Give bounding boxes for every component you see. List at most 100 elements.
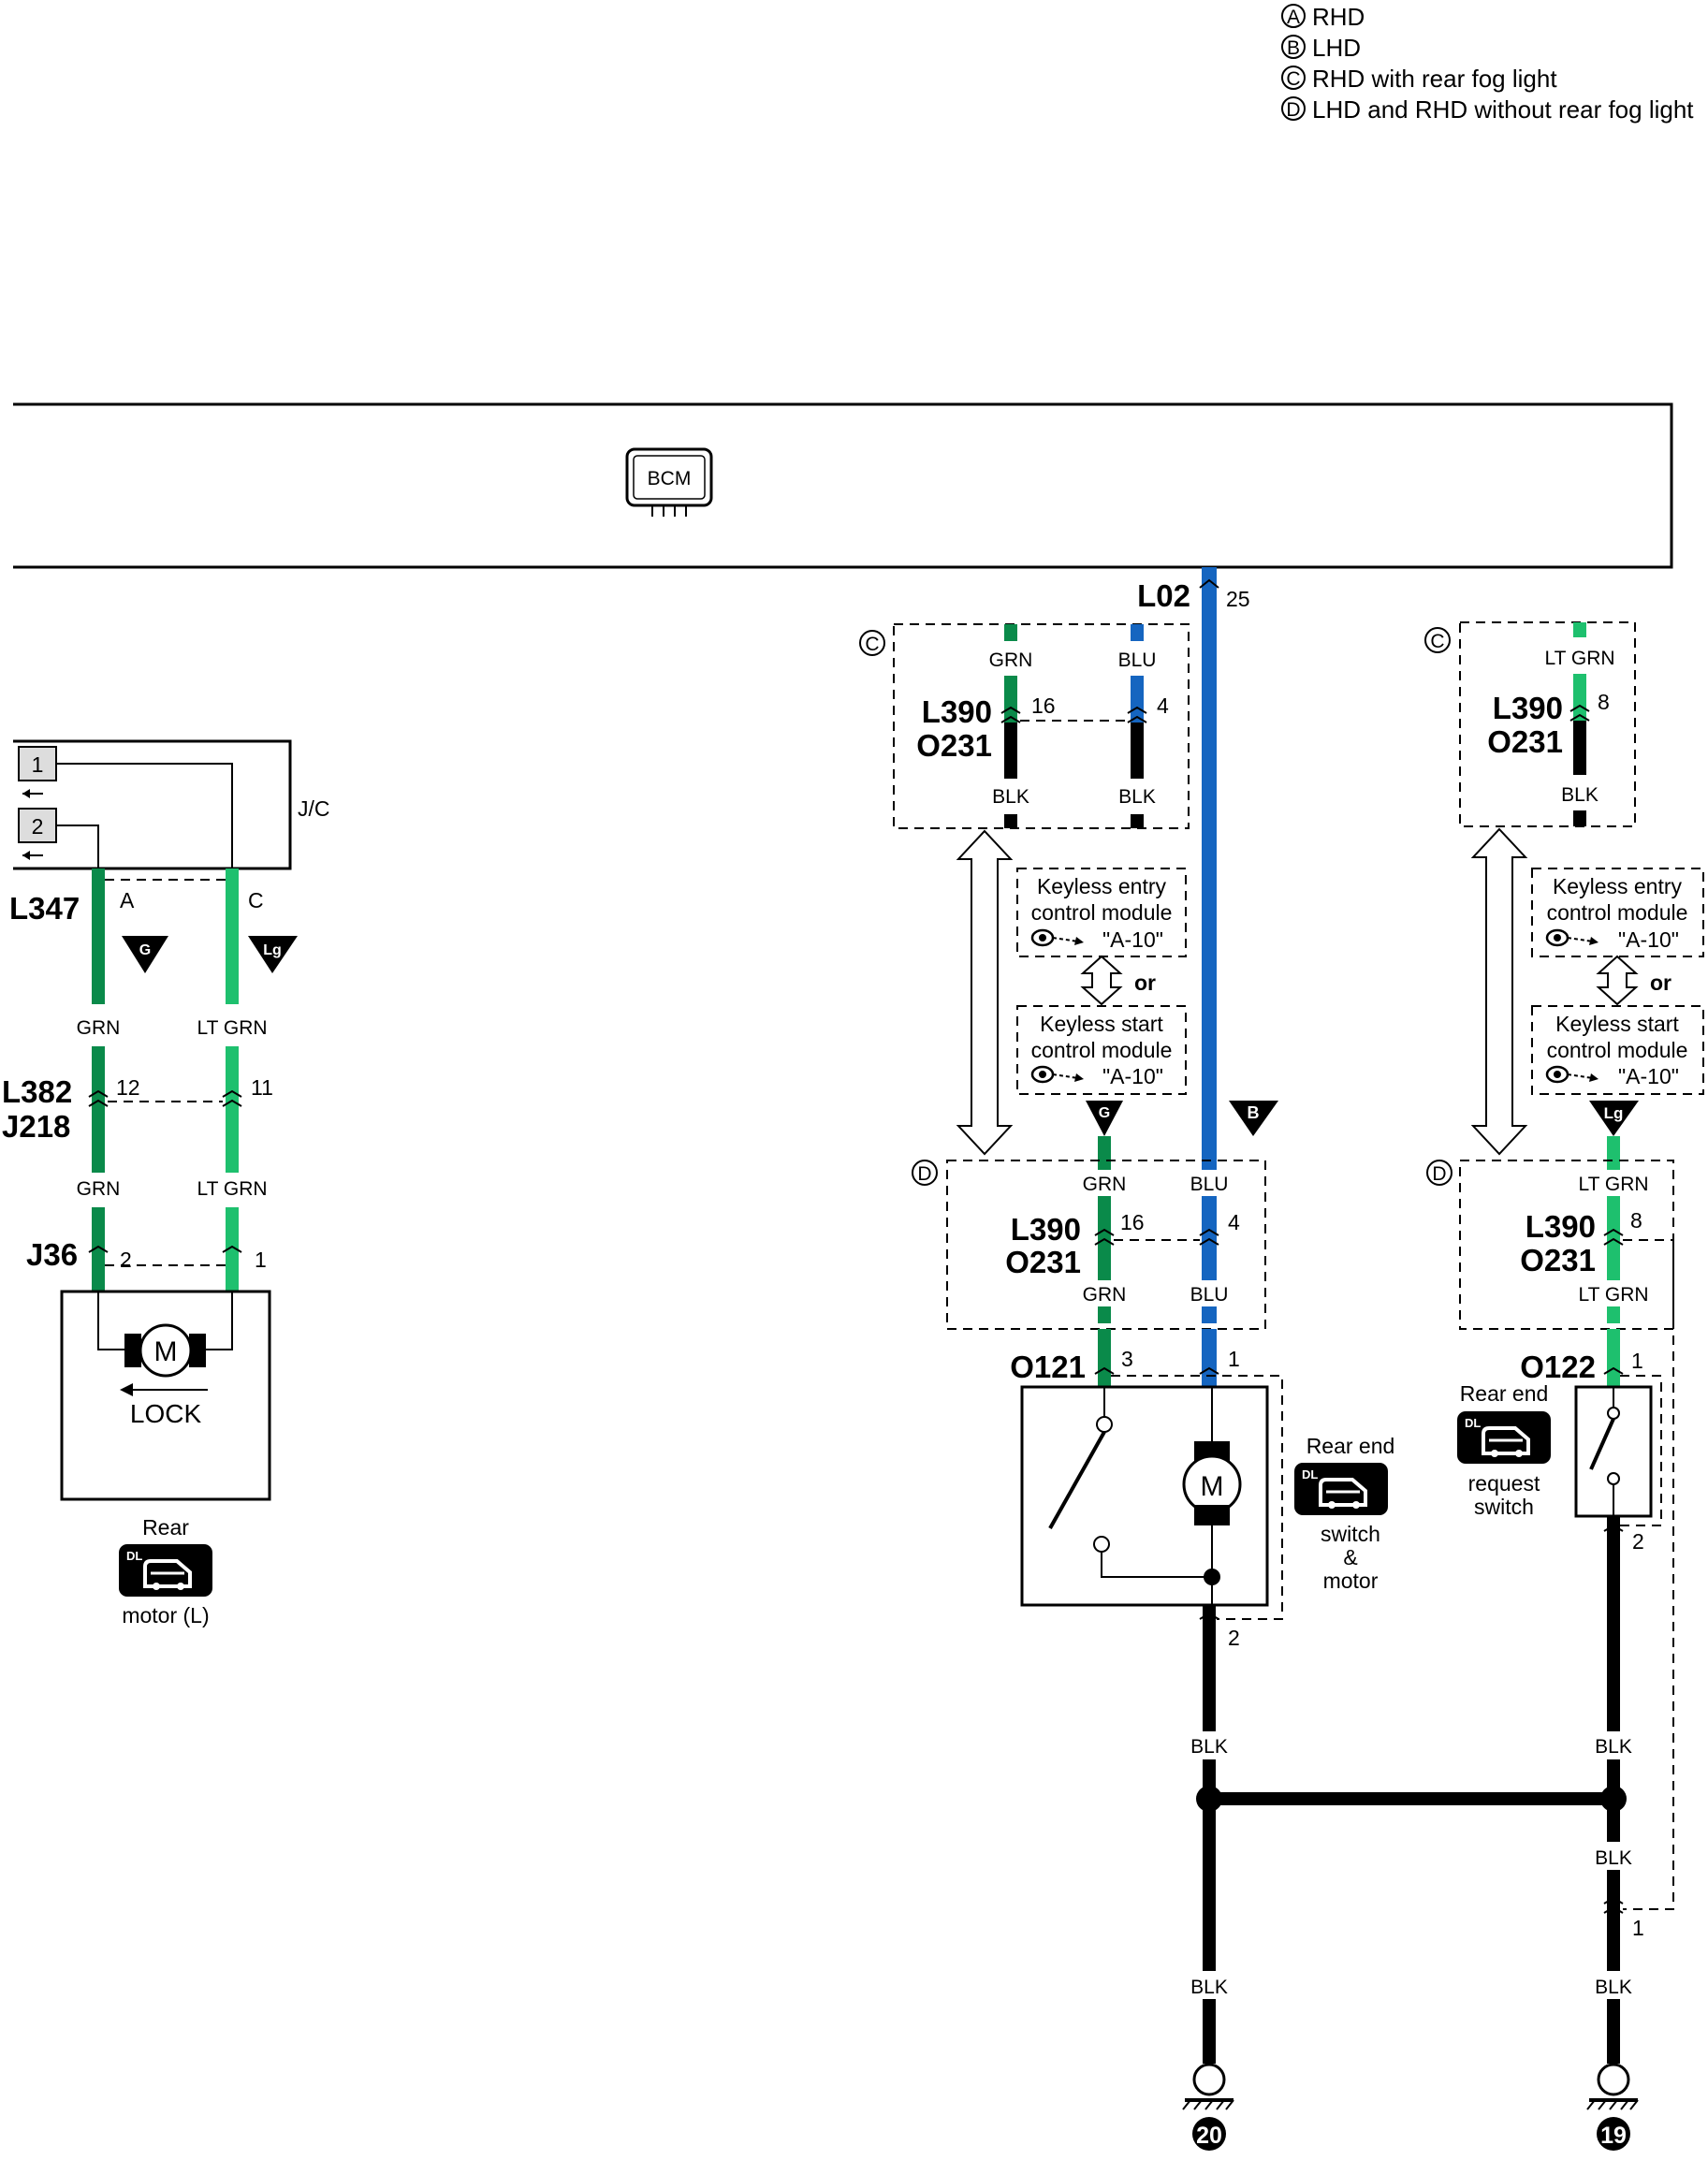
wire-label-grn: GRN xyxy=(1083,1284,1127,1306)
legend: A RHD B LHD C RHD with rear fog light D … xyxy=(1281,3,1694,124)
lock-label: LOCK xyxy=(130,1399,202,1428)
legend-text: RHD xyxy=(1312,3,1365,31)
pin-1: 1 xyxy=(1631,1349,1643,1373)
wire-label-blu: BLU xyxy=(1190,1174,1229,1195)
wire-ltgrn xyxy=(226,1207,239,1292)
keyless-start-label-2: control module xyxy=(1547,1038,1688,1062)
jc-pin-2: 2 xyxy=(32,814,44,839)
wire-ltgrn xyxy=(226,1046,239,1173)
motor-symbol: M xyxy=(154,1336,178,1367)
wire-label-ltgrn: LT GRN xyxy=(1544,648,1614,669)
flag-lg: Lg xyxy=(263,942,282,958)
pin-25: 25 xyxy=(1226,587,1250,611)
ref-a10[interactable]: "A-10" xyxy=(1618,1064,1679,1088)
wire-label-blk: BLK xyxy=(1595,1847,1632,1869)
legend-item-d: D LHD and RHD without rear fog light xyxy=(1281,95,1694,124)
keyless-entry-label-2: control module xyxy=(1031,900,1173,925)
legend-letter: B xyxy=(1287,37,1300,59)
flag-g: G xyxy=(139,942,151,958)
pin-12: 12 xyxy=(116,1075,140,1100)
keyless-entry-label-2: control module xyxy=(1547,900,1688,925)
wire-label-blk: BLK xyxy=(1561,784,1599,806)
jc-pin-1: 1 xyxy=(32,752,44,777)
pin-2: 2 xyxy=(1228,1626,1240,1650)
pin-1: 1 xyxy=(1632,1916,1644,1940)
connector-l382: L382 xyxy=(2,1074,72,1109)
pin-16: 16 xyxy=(1120,1210,1145,1234)
variant-c-connector-right: C LT GRN L390 O231 8 BLK xyxy=(1424,621,1636,827)
pin-3: 3 xyxy=(1121,1347,1133,1371)
flag-g: G xyxy=(1099,1105,1110,1121)
wire-label-blu: BLU xyxy=(1118,649,1157,671)
pin-11: 11 xyxy=(251,1075,273,1100)
rear-end-label: Rear end xyxy=(1307,1434,1395,1458)
variant-c-marker: C xyxy=(865,634,879,655)
ground-20: 20 xyxy=(1196,2123,1222,2149)
wire-label-grn: GRN xyxy=(77,1178,121,1200)
legend-letter: A xyxy=(1287,7,1300,28)
wire-grn xyxy=(92,868,105,1004)
variant-d-marker: D xyxy=(917,1163,931,1185)
rear-motor-label-bottom: motor (L) xyxy=(122,1603,209,1627)
wire-label-ltgrn: LT GRN xyxy=(1578,1284,1648,1306)
pin-16: 16 xyxy=(1031,693,1056,718)
or-arrow-right xyxy=(1470,827,1528,1156)
legend-text: LHD xyxy=(1312,34,1361,62)
or-label: or xyxy=(1650,971,1672,995)
keyless-start-label: Keyless start xyxy=(1040,1012,1163,1036)
pin-1: 1 xyxy=(255,1248,267,1272)
connector-l02: L02 xyxy=(1137,578,1190,613)
wire-grn xyxy=(92,1046,105,1173)
motor-symbol: M xyxy=(1201,1471,1224,1502)
wires-o121: O121 3 1 xyxy=(1010,1329,1283,1620)
bcm-box: BCM xyxy=(13,402,1673,569)
legend-letter: D xyxy=(1286,99,1300,121)
rear-door-lock-motor: M LOCK Rear motor (L) xyxy=(60,1290,271,1627)
legend-text: LHD and RHD without rear fog light xyxy=(1312,95,1694,124)
connector-o122: O122 xyxy=(1520,1350,1596,1384)
wire-label-grn: GRN xyxy=(1083,1174,1127,1195)
pin-2: 2 xyxy=(120,1248,132,1272)
ref-a10[interactable]: "A-10" xyxy=(1102,927,1163,952)
connector-o231: O231 xyxy=(1487,724,1563,759)
keyless-refs-right: Keyless entry control module "A-10" or K… xyxy=(1531,868,1704,1095)
ground-path-19: 2 BLK BLK 1 BLK 19 xyxy=(1585,1240,1674,2151)
pin-1: 1 xyxy=(1228,1347,1240,1371)
wire-label-blk: BLK xyxy=(992,786,1029,808)
ground-bus xyxy=(1196,1786,1627,1812)
ref-a10[interactable]: "A-10" xyxy=(1618,927,1679,952)
legend-item-b: B LHD xyxy=(1281,34,1361,62)
keyless-entry-label: Keyless entry xyxy=(1037,874,1167,898)
wire-label-blk: BLK xyxy=(1595,1736,1632,1758)
flag-b: B xyxy=(1248,1103,1260,1122)
wire-label-ltgrn: LT GRN xyxy=(197,1178,267,1200)
bcm-label: BCM xyxy=(648,468,692,489)
pin-a: A xyxy=(120,888,135,912)
wire-ltgrn xyxy=(226,868,239,1004)
wire-l02: L02 25 xyxy=(1137,567,1250,1323)
connector-l347: L347 xyxy=(9,891,80,926)
ref-a10[interactable]: "A-10" xyxy=(1102,1064,1163,1088)
left-wires: L347 A C G Lg GRN LT GRN L382 J218 12 11… xyxy=(2,868,298,1292)
wire-label-ltgrn: LT GRN xyxy=(197,1017,267,1039)
keyless-start-label: Keyless start xyxy=(1555,1012,1679,1036)
wire-label-grn: GRN xyxy=(989,649,1033,671)
wire-label-blk: BLK xyxy=(1118,786,1156,808)
pin-4: 4 xyxy=(1157,693,1169,718)
connector-l390: L390 xyxy=(1011,1212,1081,1247)
connector-j218: J218 xyxy=(2,1109,70,1144)
connector-j36: J36 xyxy=(26,1237,78,1272)
jc-label: J/C xyxy=(298,796,330,821)
legend-item-c: C RHD with rear fog light xyxy=(1281,65,1557,93)
ampersand-label: & xyxy=(1343,1545,1357,1569)
or-arrow-mid xyxy=(956,829,1014,1156)
motor-label: motor xyxy=(1323,1569,1379,1593)
legend-letter: C xyxy=(1286,68,1300,90)
wire-label-grn: GRN xyxy=(77,1017,121,1039)
pin-c: C xyxy=(248,888,264,912)
rear-end-request-switch: Rear end request switch xyxy=(1455,1381,1653,1519)
request-label-top: Rear end xyxy=(1460,1381,1549,1406)
wire-label-blk: BLK xyxy=(1190,1736,1228,1758)
or-label: or xyxy=(1134,971,1156,995)
